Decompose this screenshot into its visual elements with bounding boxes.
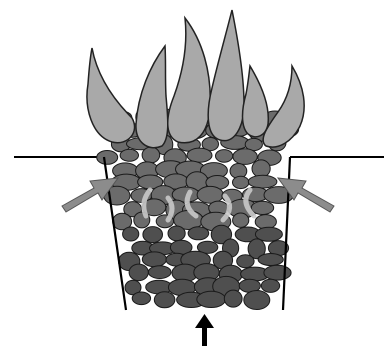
flames: [87, 10, 304, 148]
fuel-pebble: [168, 226, 185, 241]
fuel-pebble: [129, 264, 148, 281]
flame: [168, 18, 211, 143]
fuel-pebble: [233, 149, 257, 165]
fuel-pebble: [255, 215, 276, 229]
fuel-pebble: [142, 252, 166, 267]
under-air-arrow: [195, 314, 214, 346]
flame: [263, 66, 304, 147]
fuel-pebble: [233, 213, 249, 227]
fuel-pebble: [252, 160, 270, 177]
under-air-arrow-head: [195, 314, 214, 328]
fuel-pebble: [224, 290, 242, 307]
fuel-pebble: [188, 227, 209, 240]
fuel-pebble: [248, 175, 277, 188]
flame: [208, 10, 244, 141]
fuel-pebble: [216, 150, 233, 163]
under-air-arrow-shaft: [202, 326, 207, 346]
fuel-pebble: [132, 292, 150, 305]
flame: [243, 66, 269, 137]
fuel-pebble: [264, 265, 291, 280]
fuel-pebble: [148, 266, 171, 279]
fuel-pebble: [258, 254, 283, 266]
fuel-pebble: [123, 227, 139, 241]
fuel-pebble: [261, 279, 279, 292]
fuel-pebble: [154, 292, 175, 308]
fuel-pebble: [233, 176, 249, 188]
flame: [136, 46, 168, 148]
fuel-pebble: [120, 149, 138, 161]
fuel-pebble: [143, 227, 163, 243]
fuel-pebble: [142, 147, 160, 163]
fuel-pebble: [97, 151, 118, 165]
fuel-pebble: [237, 255, 254, 268]
fuel-pebble: [244, 291, 270, 310]
fuel-pebble: [197, 291, 226, 307]
fuel-pebble: [251, 201, 273, 214]
fuel-pebble: [187, 148, 212, 162]
flame: [87, 48, 135, 143]
